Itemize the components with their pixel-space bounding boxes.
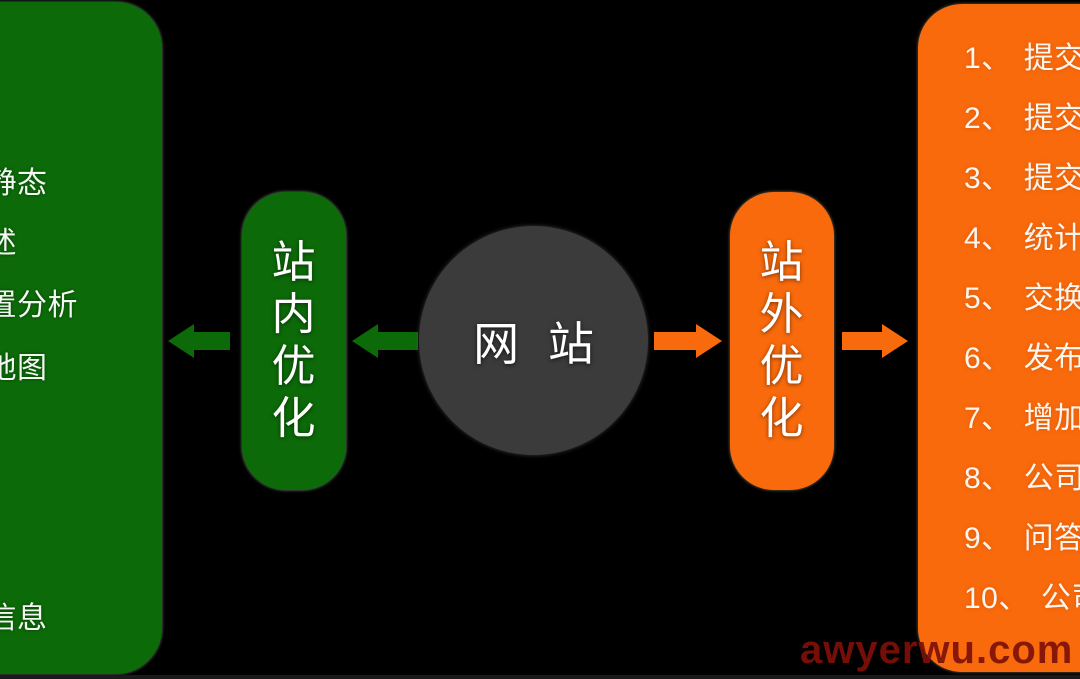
offsite-detail-item: 6、发布 (964, 342, 1080, 376)
onsite-detail-panel: 为静态描述设置分析点地图站信息 (0, 2, 162, 674)
arrow-head-icon (352, 324, 378, 358)
onsite-detail-item: 描述 (0, 227, 17, 260)
arrow-shaft (376, 332, 418, 350)
offsite-detail-item-label: 增加 (1023, 402, 1080, 435)
arrow-right-outer-orange (842, 324, 908, 358)
offsite-detail-item: 2、提交 (964, 102, 1080, 136)
offsite-detail-item-label: 交换 (1023, 282, 1080, 315)
offsite-detail-item: 4、统计 (964, 222, 1080, 256)
offsite-detail-item-number: 7、 (964, 402, 1012, 435)
onsite-detail-item: 点地图 (0, 352, 48, 385)
onsite-detail-item: 为静态 (0, 167, 48, 200)
arrow-head-icon (882, 324, 908, 358)
offsite-detail-item-label: 公司 (1023, 462, 1080, 495)
offsite-detail-item-number: 1、 (964, 42, 1012, 75)
onsite-detail-list: 为静态描述设置分析点地图站信息 (0, 2, 162, 674)
offsite-detail-item: 7、增加 (964, 402, 1080, 436)
offsite-detail-item: 3、提交 (964, 162, 1080, 196)
offsite-detail-item-number: 9、 (964, 522, 1012, 555)
offsite-detail-item-label: 问答 (1023, 522, 1080, 555)
arrow-shaft (654, 332, 698, 350)
offsite-detail-item-number: 6、 (964, 342, 1012, 375)
offsite-detail-item-label: 统计 (1023, 222, 1080, 255)
arrow-left-inner-green (352, 324, 418, 358)
offsite-detail-item-number: 10、 (964, 582, 1029, 615)
onsite-optimization-node[interactable]: 站内优化 (242, 192, 346, 490)
offsite-optimization-node[interactable]: 站外优化 (730, 192, 834, 490)
onsite-optimization-label: 站内优化 (271, 238, 317, 443)
arrow-left-outer-green (168, 324, 230, 358)
onsite-detail-item: 站信息 (0, 602, 48, 635)
offsite-detail-item-label: 提交 (1023, 42, 1080, 75)
arrow-shaft (192, 332, 230, 350)
offsite-detail-item-label: 提交 (1023, 162, 1080, 195)
offsite-detail-item-number: 4、 (964, 222, 1012, 255)
offsite-optimization-label: 站外优化 (759, 238, 805, 443)
offsite-detail-item: 8、公司 (964, 462, 1080, 496)
offsite-detail-item: 5、交换 (964, 282, 1080, 316)
offsite-detail-item: 1、提交 (964, 42, 1080, 76)
arrow-head-icon (696, 324, 722, 358)
offsite-detail-item: 10、公司 (964, 582, 1080, 616)
offsite-detail-item-label: 提交 (1023, 102, 1080, 135)
offsite-detail-item-number: 2、 (964, 102, 1012, 135)
offsite-detail-item: 9、问答 (964, 522, 1080, 556)
arrow-head-icon (168, 324, 194, 358)
offsite-detail-item-number: 5、 (964, 282, 1012, 315)
arrow-shaft (842, 332, 884, 350)
arrow-right-inner-orange (654, 324, 722, 358)
onsite-detail-item: 设置分析 (0, 289, 78, 322)
offsite-detail-item-number: 3、 (964, 162, 1012, 195)
offsite-detail-item-number: 8、 (964, 462, 1012, 495)
offsite-detail-item-label: 发布 (1023, 342, 1080, 375)
website-center-label: 网 站 (473, 317, 602, 370)
website-center-node[interactable]: 网 站 (419, 226, 648, 455)
bottom-edge-bar (0, 675, 1080, 679)
offsite-detail-item-label: 公司 (1040, 582, 1080, 615)
